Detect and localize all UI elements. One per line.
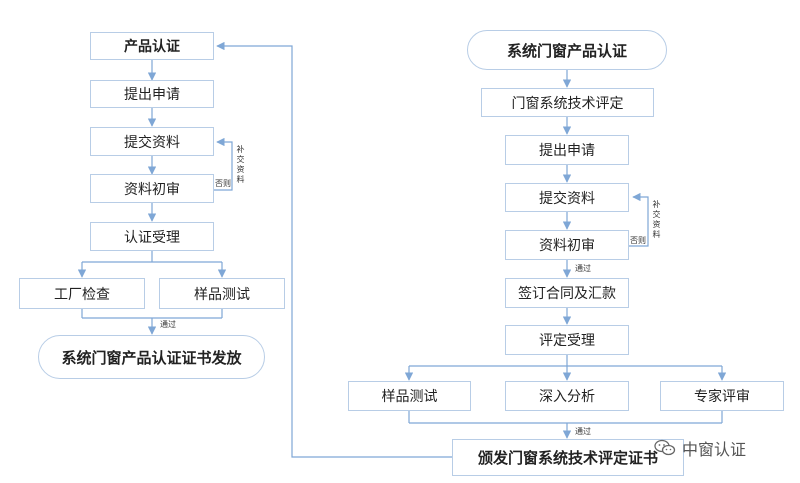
left-reject-label: 否则 (215, 179, 231, 188)
left-apply-box: 提出申请 (90, 80, 214, 108)
right-pass-label-1: 通过 (575, 264, 591, 273)
left-pass-label: 通过 (160, 320, 176, 329)
watermark: 中窗认证 (654, 436, 746, 460)
system-cert-box: 系统门窗产品认证 (467, 30, 667, 70)
left-certificate-issue-box: 系统门窗产品认证证书发放 (38, 335, 265, 379)
right-sample-test-box: 样品测试 (348, 381, 471, 411)
right-reject-label: 否则 (630, 236, 646, 245)
contract-payment-box: 签订合同及汇款 (505, 278, 629, 308)
left-sample-test-box: 样品测试 (159, 278, 285, 309)
right-accept-box: 评定受理 (505, 325, 629, 355)
left-supplement-label: 补交资料 (236, 145, 245, 184)
left-accept-box: 认证受理 (90, 222, 214, 251)
factory-check-box: 工厂检查 (19, 278, 145, 309)
right-pass-label-2: 通过 (575, 427, 591, 436)
right-apply-box: 提出申请 (505, 135, 629, 165)
watermark-text: 中窗认证 (682, 440, 747, 459)
right-supplement-label: 补交资料 (652, 200, 661, 239)
tech-evaluation-box: 门窗系统技术评定 (481, 88, 654, 117)
left-submit-box: 提交资料 (90, 127, 214, 156)
product-cert-box: 产品认证 (90, 32, 214, 60)
right-certificate-issue-box: 颁发门窗系统技术评定证书 (452, 439, 684, 476)
left-review-box: 资料初审 (90, 174, 214, 203)
right-review-box: 资料初审 (505, 230, 629, 260)
right-submit-box: 提交资料 (505, 183, 629, 212)
wechat-icon (654, 439, 676, 456)
expert-review-box: 专家评审 (660, 381, 784, 411)
deep-analysis-box: 深入分析 (505, 381, 629, 411)
